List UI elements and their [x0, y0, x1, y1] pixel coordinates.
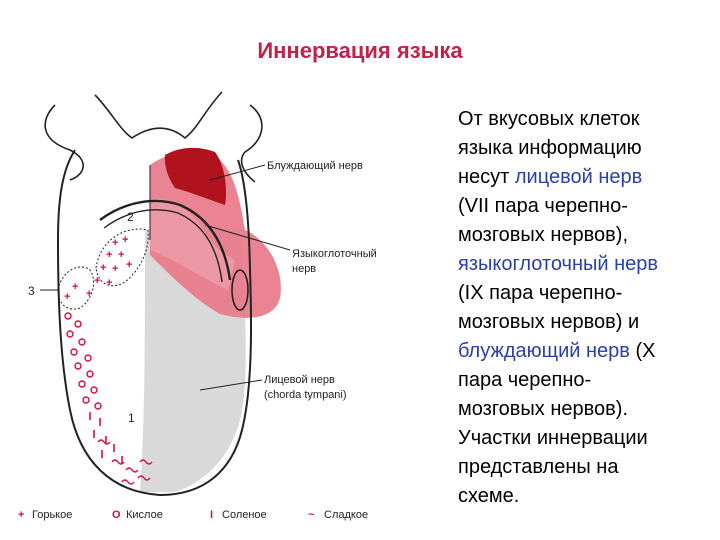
svg-text:+: +: [64, 291, 70, 303]
bitter-marks: +++ +++ +++ +++: [64, 234, 132, 303]
svg-text:+: +: [106, 277, 112, 289]
leader-facial: [199, 379, 263, 391]
text-line: Участки иннервации: [458, 427, 648, 449]
text-line: блуждающий нерв (X: [458, 337, 708, 366]
salty-marks: [89, 412, 123, 464]
text-line: представлены на: [458, 456, 619, 478]
svg-text:+: +: [106, 249, 112, 261]
legend-sour-symbol: O: [112, 509, 121, 521]
legend-salty: Соленое: [222, 509, 267, 521]
svg-text:+: +: [122, 234, 128, 246]
label-facial-2: (chorda tympani): [264, 389, 347, 401]
label-vagus-nerve: Блуждающий нерв: [267, 160, 363, 172]
vallate-line-outer: [99, 199, 232, 281]
label-facial-1: Лицевой нерв: [264, 374, 335, 386]
right-tonsil-outline: [240, 104, 263, 183]
text-fragment: несут: [458, 166, 515, 188]
text-line: (VII пара черепно-: [458, 195, 628, 217]
vagus-nerve-term: блуждающий нерв: [458, 340, 630, 362]
vallate-line-inner: [103, 209, 223, 283]
left-tonsil-outline: [44, 104, 84, 181]
svg-text:+: +: [112, 237, 118, 249]
label-glossopharyngeal-2: нерв: [292, 263, 316, 275]
text-line: мозговых нервов) и: [458, 311, 640, 333]
text-line: (IX пара черепно-: [458, 282, 623, 304]
legend-sweet: Сладкое: [324, 509, 369, 521]
vagus-zone: [164, 147, 227, 205]
taste-legend: + Горькое O Кислое I Соленое ~ Сладкое: [12, 507, 432, 527]
description-text: От вкусовых клеток языка информацию несу…: [458, 105, 708, 511]
text-line: мозговых нервов).: [458, 398, 629, 420]
text-line: От вкусовых клеток: [458, 108, 640, 130]
text-fragment: (X: [629, 340, 656, 362]
facial-nerve-term: лицевой нерв: [514, 166, 643, 188]
legend-bitter: Горькое: [32, 509, 73, 521]
zone-number-1: 1: [128, 411, 135, 425]
vallate-end: [231, 269, 249, 311]
svg-text:+: +: [94, 275, 100, 287]
leader-vagus: [209, 164, 266, 181]
zone-number-3: 3: [28, 284, 35, 298]
svg-text:+: +: [112, 263, 118, 275]
svg-text:+: +: [100, 262, 106, 274]
sour-marks: [64, 312, 102, 410]
text-line: несут лицевой нерв: [458, 163, 708, 192]
epiglottis-outline: [94, 91, 223, 140]
page-title: Иннервация языка: [257, 38, 463, 63]
text-line: мозговых нервов),: [458, 224, 629, 246]
legend-sweet-symbol: ~: [308, 509, 315, 521]
text-line: языка информацию: [458, 137, 642, 159]
svg-text:+: +: [86, 288, 92, 300]
sweet-marks: [97, 439, 153, 485]
leader-glosso: [204, 224, 291, 251]
text-line: схеме.: [458, 485, 520, 507]
tongue-diagram: +++ +++ +++ +++ Блуждающий нерв Языкогло…: [28, 91, 377, 497]
glossopharyngeal-term: языкоглоточный нерв: [458, 253, 659, 275]
legend-bitter-symbol: +: [18, 509, 25, 521]
tongue-outline: [56, 149, 253, 497]
glossopharyngeal-zone-inner: [150, 198, 235, 290]
svg-text:+: +: [118, 249, 124, 261]
zone-number-2: 2: [127, 210, 134, 224]
svg-text:+: +: [126, 259, 132, 271]
legend-salty-symbol: I: [210, 509, 214, 521]
legend-sour: Кислое: [126, 509, 163, 521]
label-glossopharyngeal-1: Языкоглоточный: [292, 248, 377, 260]
text-line: пара черепно-: [458, 369, 592, 391]
svg-text:+: +: [72, 281, 78, 293]
dotted-region-3: [57, 266, 95, 310]
